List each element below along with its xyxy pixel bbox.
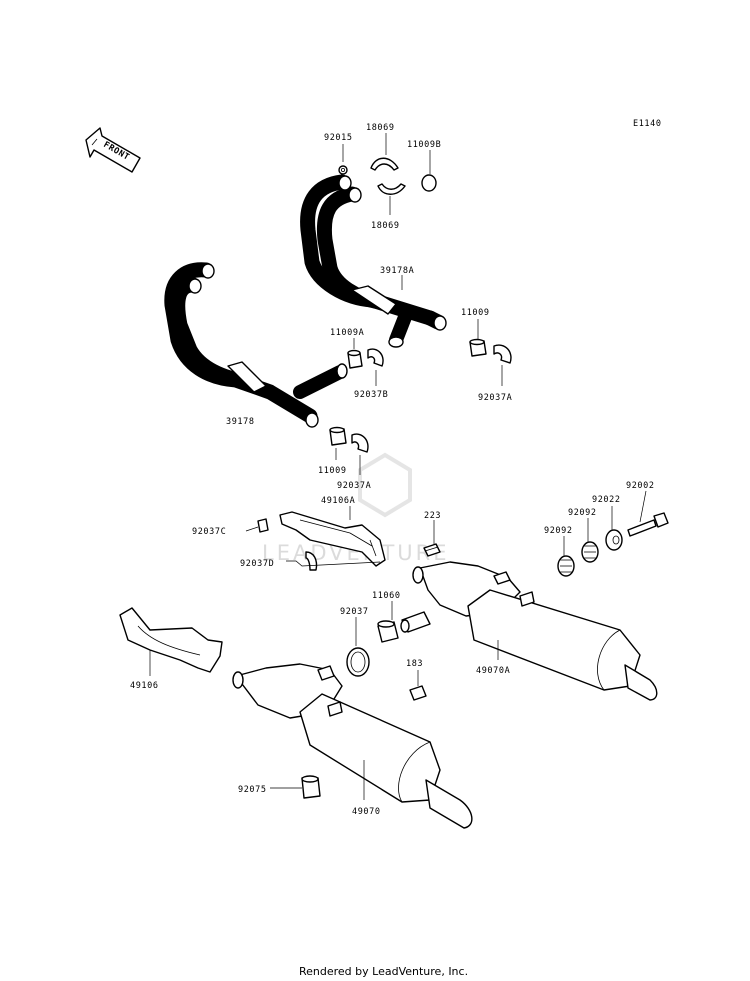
- gasket-11009-right: [469, 338, 487, 357]
- label-92037: 92037: [340, 607, 369, 617]
- label-11009-left: 11009: [318, 466, 347, 476]
- label-92037d: 92037D: [240, 559, 274, 569]
- label-11009a: 11009A: [330, 328, 364, 338]
- label-183: 183: [406, 659, 423, 669]
- label-92022: 92022: [592, 495, 621, 505]
- label-92037a-right: 92037A: [478, 393, 512, 403]
- front-arrow-icon: FRONT: [85, 127, 141, 173]
- bolt-183: [409, 685, 427, 701]
- gasket-11009-left: [329, 426, 347, 446]
- label-92037c: 92037C: [192, 527, 226, 537]
- label-39178a: 39178A: [380, 266, 414, 276]
- bolt-92002: [627, 512, 669, 537]
- label-92015: 92015: [324, 133, 353, 143]
- heat-cover-49106: [119, 607, 223, 673]
- clamp-18069-upper: [370, 157, 399, 171]
- clamp-18069-lower: [377, 183, 406, 195]
- clamp-92037: [346, 647, 370, 677]
- heat-cover-49106a: [279, 511, 386, 567]
- exhaust-pipe-39178: [164, 262, 348, 428]
- label-92037b: 92037B: [354, 390, 388, 400]
- label-49106a: 49106A: [321, 496, 355, 506]
- gasket-11009a: [347, 349, 363, 369]
- clip-92037c: [257, 518, 269, 533]
- label-11009b: 11009B: [407, 140, 441, 150]
- label-49106: 49106: [130, 681, 159, 691]
- label-223: 223: [424, 511, 441, 521]
- label-18069-top: 18069: [366, 123, 395, 133]
- label-11060: 11060: [372, 591, 401, 601]
- clamp-92037b: [367, 348, 384, 367]
- damper-92092-a: [557, 555, 575, 577]
- diagram-code: E1140: [633, 119, 662, 129]
- collar-92022: [605, 529, 623, 551]
- muffler-connector: [400, 611, 431, 633]
- footer-credit: Rendered by LeadVenture, Inc.: [299, 965, 468, 978]
- bolt-223: [423, 543, 441, 557]
- clamp-92037a-right: [493, 344, 512, 364]
- damper-92075: [301, 775, 321, 799]
- gasket-11009b: [421, 174, 437, 192]
- label-49070: 49070: [352, 807, 381, 817]
- label-92075: 92075: [238, 785, 267, 795]
- label-11009-right: 11009: [461, 308, 490, 318]
- label-92037a-left: 92037A: [337, 481, 371, 491]
- nut-92015: [338, 165, 348, 175]
- damper-92092-b: [581, 541, 599, 563]
- label-18069-bottom: 18069: [371, 221, 400, 231]
- muffler-49070: [232, 663, 473, 829]
- label-39178: 39178: [226, 417, 255, 427]
- gasket-11060: [377, 620, 399, 643]
- label-49070a: 49070A: [476, 666, 510, 676]
- muffler-49070a: [412, 561, 658, 701]
- exhaust-pipe-39178a: [300, 174, 447, 348]
- label-92092-b: 92092: [568, 508, 597, 518]
- clamp-92037a-left: [351, 433, 369, 453]
- label-92092-a: 92092: [544, 526, 573, 536]
- leader-lines: [149, 133, 647, 800]
- label-92002: 92002: [626, 481, 655, 491]
